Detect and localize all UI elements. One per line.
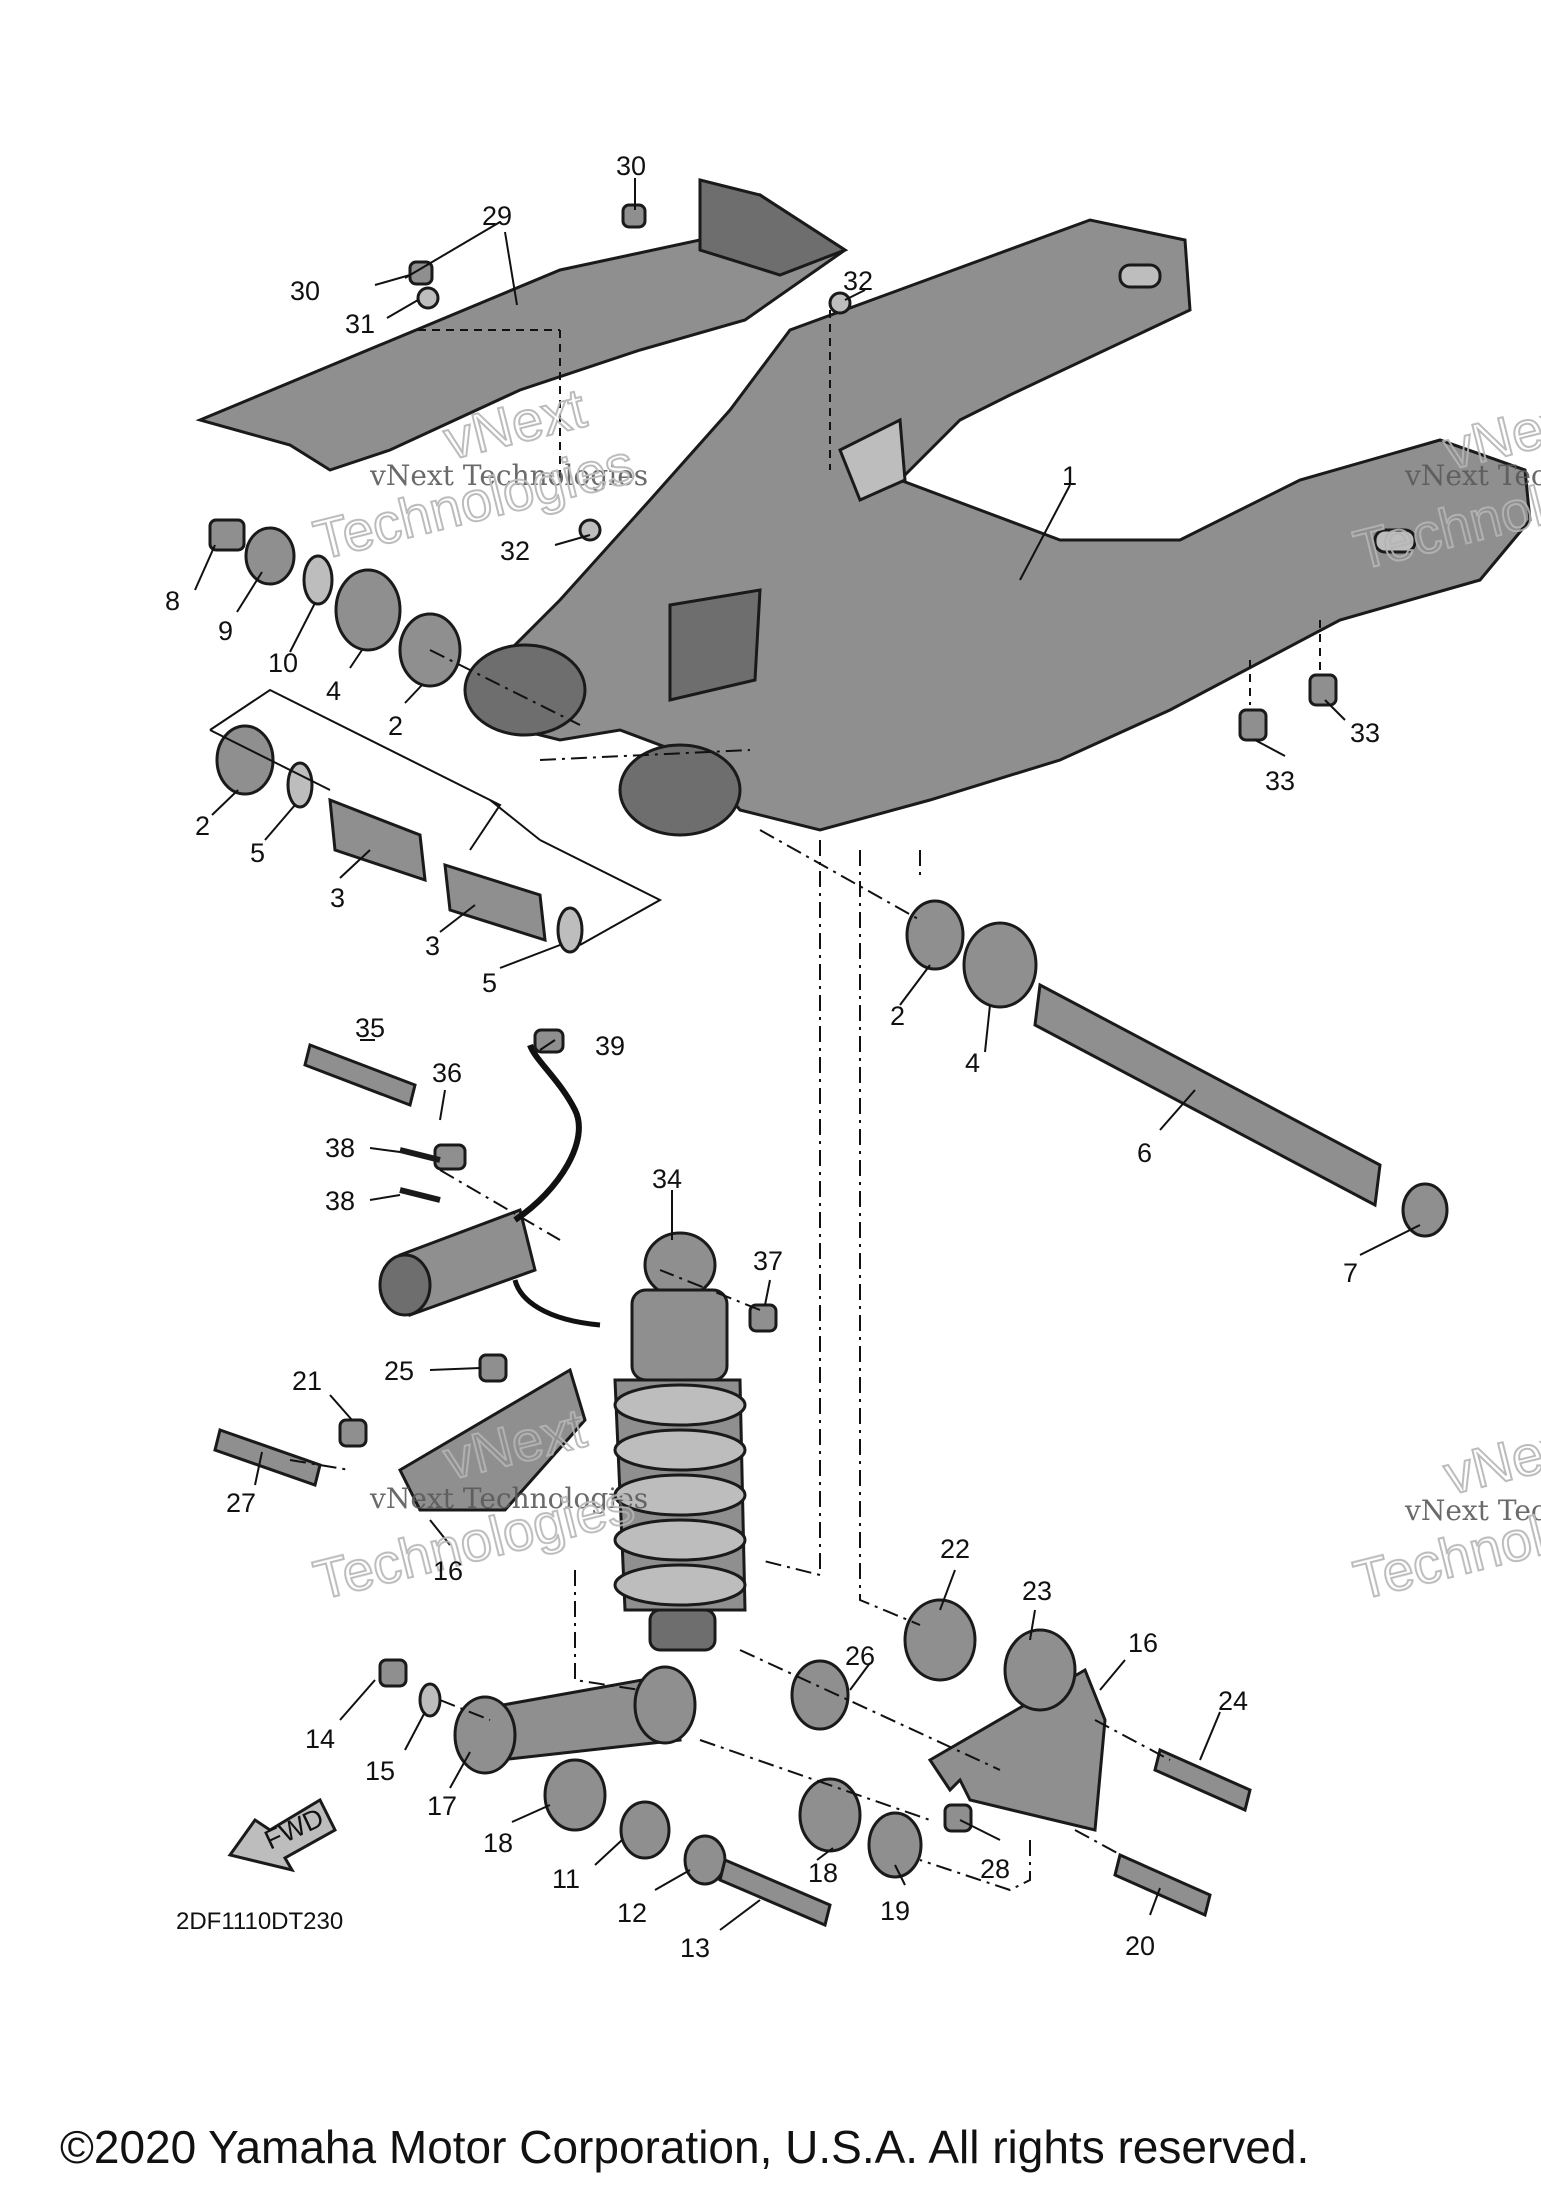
callout-15: 15	[365, 1756, 395, 1786]
callout-12: 12	[617, 1898, 647, 1928]
callout-33: 33	[1350, 718, 1380, 748]
callout-16: 16	[433, 1556, 463, 1586]
callout-25: 25	[384, 1356, 414, 1386]
callout-23: 23	[1022, 1576, 1052, 1606]
diagram-code: 2DF1110DT230	[176, 1908, 344, 1935]
callout-5: 5	[250, 838, 265, 868]
pivot-hardware-left	[208, 518, 584, 954]
callout-39: 39	[595, 1031, 625, 1061]
pivot-hardware-right	[905, 899, 1449, 1238]
callout-32: 32	[843, 266, 873, 296]
fwd-arrow-icon: FWD	[227, 1797, 337, 1873]
watermark-text: vNext Technologies	[1404, 459, 1541, 492]
callout-18: 18	[808, 1858, 838, 1888]
callout-14: 14	[305, 1724, 335, 1754]
callout-2: 2	[890, 1001, 905, 1031]
callout-34: 34	[652, 1164, 682, 1194]
callout-5: 5	[482, 968, 497, 998]
callout-19: 19	[880, 1896, 910, 1926]
callout-37: 37	[753, 1246, 783, 1276]
callout-26: 26	[845, 1641, 875, 1671]
callout-16: 16	[1128, 1628, 1158, 1658]
callout-10: 10	[268, 648, 298, 678]
callout-7: 7	[1343, 1258, 1358, 1288]
linkage-parts	[213, 1028, 1252, 1928]
callout-11: 11	[552, 1864, 580, 1894]
copyright-notice: ©2020 Yamaha Motor Corporation, U.S.A. A…	[60, 2121, 1310, 2173]
callout-27: 27	[226, 1488, 256, 1518]
callout-30: 30	[616, 151, 646, 181]
callout-38: 38	[325, 1186, 355, 1216]
callout-6: 6	[1137, 1138, 1152, 1168]
leader-lines	[194, 178, 1421, 1931]
callout-9: 9	[218, 616, 233, 646]
swingarm-part	[463, 218, 1532, 837]
callout-17: 17	[427, 1791, 457, 1821]
callout-33: 33	[1265, 766, 1295, 796]
callout-24: 24	[1218, 1686, 1248, 1716]
callout-2: 2	[195, 811, 210, 841]
callout-30: 30	[290, 276, 320, 306]
small-hardware	[408, 203, 1338, 742]
watermark-text: vNext Technologies	[369, 1482, 648, 1515]
callout-4: 4	[965, 1048, 980, 1078]
callout-21: 21	[292, 1366, 322, 1396]
callout-18: 18	[483, 1828, 513, 1858]
chain-guard-part	[195, 178, 849, 472]
callout-20: 20	[1125, 1931, 1155, 1961]
callout-3: 3	[425, 931, 440, 961]
watermark-text: vNext Technologies	[1404, 1494, 1541, 1527]
callout-35: 35	[355, 1013, 385, 1043]
callout-31: 31	[345, 309, 375, 339]
watermark-big: Technologies	[1348, 1471, 1541, 1611]
callout-22: 22	[940, 1534, 970, 1564]
callout-36: 36	[432, 1058, 462, 1088]
callout-13: 13	[680, 1933, 710, 1963]
callout-32: 32	[500, 536, 530, 566]
watermark-text: vNext Technologies	[369, 459, 648, 492]
callout-8: 8	[165, 586, 180, 616]
watermark-big: vNext	[1438, 1411, 1541, 1507]
shock-spring	[613, 1383, 747, 1607]
callout-1: 1	[1062, 461, 1077, 491]
callout-29: 29	[482, 201, 512, 231]
callout-38: 38	[325, 1133, 355, 1163]
callout-28: 28	[980, 1854, 1010, 1884]
callout-2: 2	[388, 711, 403, 741]
assembly-lines	[209, 310, 1321, 1892]
callout-labels: 1 2 2 2 3 3 4 4 5 5 6 7 8 9 10 11 12 13 …	[165, 151, 1380, 1963]
callout-4: 4	[326, 676, 341, 706]
rear-shock-part	[378, 1043, 747, 1652]
callout-3: 3	[330, 883, 345, 913]
